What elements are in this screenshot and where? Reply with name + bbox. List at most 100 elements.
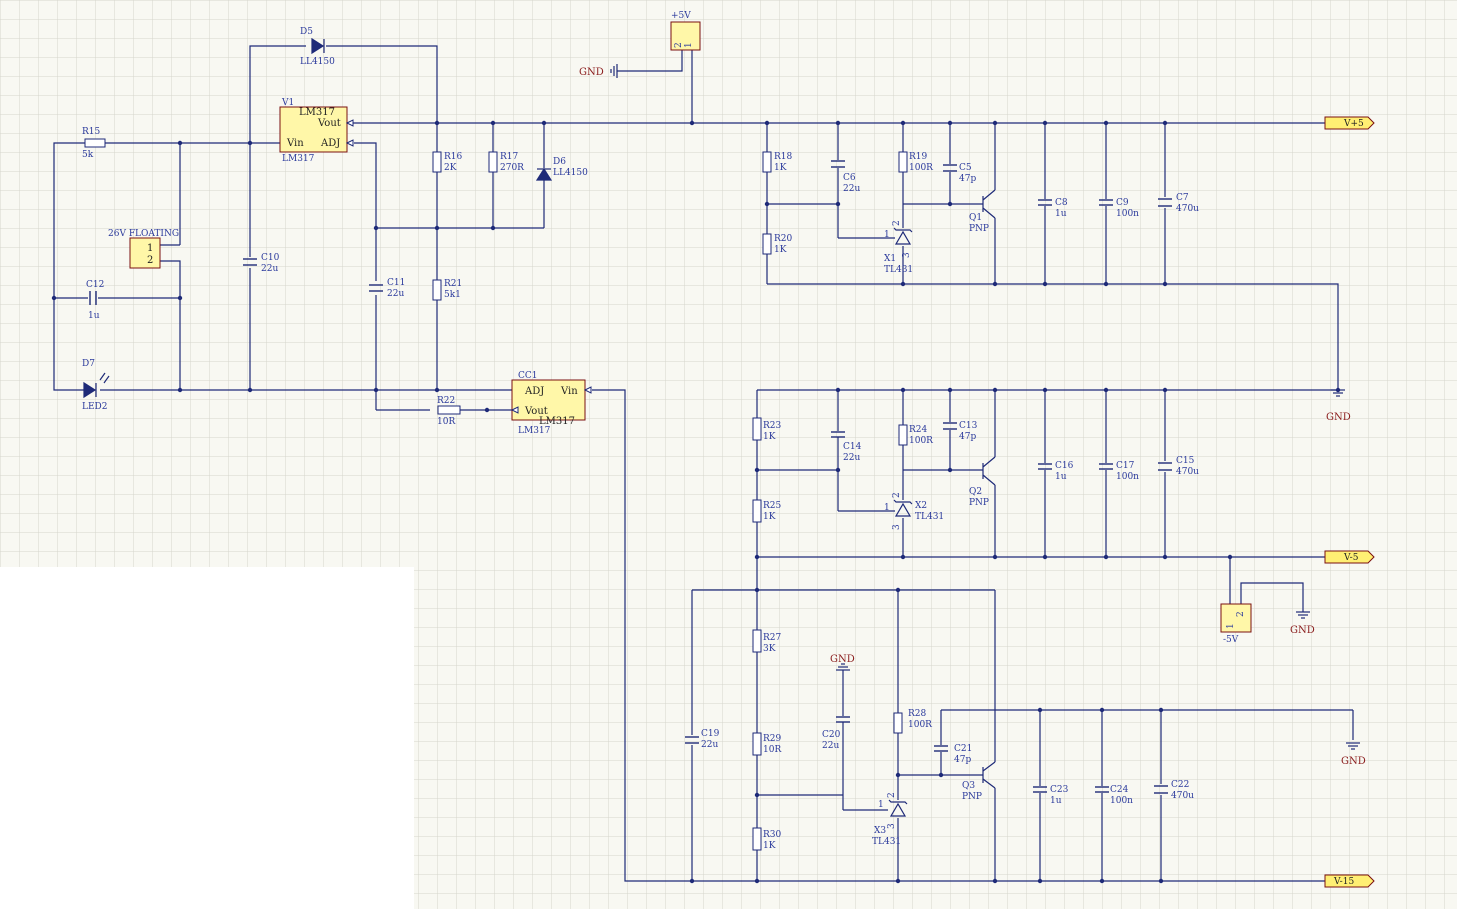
c10-value: 22u — [261, 264, 278, 274]
gnd-label-neg5: GND — [1290, 625, 1315, 636]
r27-ref: R27 — [763, 633, 782, 643]
x3-ref: X3 — [874, 826, 886, 836]
c24-value: 100n — [1110, 796, 1133, 806]
v1-regulator-body — [279, 106, 348, 153]
port-vplus5: V+5 — [1343, 119, 1364, 129]
c6-value: 22u — [843, 184, 860, 194]
q2-value: PNP — [969, 498, 989, 508]
d5-value: LL4150 — [300, 57, 335, 67]
r17-ref: R17 — [500, 152, 519, 162]
c11-value: 22u — [387, 289, 404, 299]
tl431-symbols — [888, 227, 913, 817]
q1-value: PNP — [969, 224, 989, 234]
r22-ref: R22 — [437, 396, 455, 406]
q3-ref: Q3 — [962, 781, 975, 791]
r28-ref: R28 — [908, 709, 927, 719]
c21-ref: C21 — [954, 744, 972, 754]
conn-5v-pin2: 2 — [674, 42, 684, 48]
r16-value: 2K — [444, 163, 457, 173]
conn-26v-ref: 26V FLOATING — [108, 229, 179, 239]
v1-pin-vout: Vout — [317, 118, 341, 129]
x2-pin2: 2 — [892, 492, 902, 498]
c23-ref: C23 — [1050, 785, 1069, 795]
c22-ref: C22 — [1171, 780, 1189, 790]
resistor-bodies — [84, 138, 908, 851]
cc1-value: LM317 — [518, 426, 551, 436]
capacitor-plates — [89, 160, 1172, 794]
c8-value: 1u — [1055, 209, 1067, 219]
x2-value: TL431 — [915, 512, 944, 522]
port-vminus15: V-15 — [1333, 877, 1354, 887]
x2-pin3: 3 — [892, 524, 902, 530]
c8-ref: C8 — [1055, 198, 1068, 208]
r21-value: 5k1 — [444, 290, 461, 300]
conn-26v-pin2: 2 — [147, 255, 153, 266]
r29-value: 10R — [763, 745, 781, 755]
x1-ref: X1 — [884, 254, 896, 264]
x2-pin1: 1 — [884, 503, 890, 513]
conn-neg5v-pin1: 1 — [1226, 623, 1236, 629]
blank-region — [0, 567, 414, 909]
c24-ref: C24 — [1110, 785, 1129, 795]
c15-ref: C15 — [1176, 456, 1195, 466]
r23-ref: R23 — [763, 421, 782, 431]
r20-ref: R20 — [774, 234, 793, 244]
r24-value: 100R — [909, 436, 933, 446]
cc1-pin-vout: Vout — [524, 406, 548, 417]
conn-5v-ref: +5V — [671, 11, 691, 21]
v1-ref: V1 — [281, 98, 294, 108]
ground-symbols — [610, 64, 1360, 750]
ic-pin-markers — [345, 119, 592, 414]
r21-ref: R21 — [444, 279, 462, 289]
r27-value: 3K — [763, 644, 776, 654]
conn-5v-body — [670, 21, 701, 51]
c7-ref: C7 — [1176, 193, 1189, 203]
r25-value: 1K — [763, 512, 776, 522]
output-ports — [1324, 116, 1375, 888]
r30-value: 1K — [763, 841, 776, 851]
diode-symbols — [83, 37, 553, 399]
c22-value: 470u — [1171, 791, 1194, 801]
r20-value: 1K — [774, 245, 787, 255]
v1-pin-adj: ADJ — [320, 138, 340, 149]
conn-26v-pin1: 1 — [147, 243, 153, 254]
c20-value: 22u — [822, 741, 839, 751]
c19-value: 22u — [701, 740, 718, 750]
transistor-symbols — [982, 189, 996, 789]
c20-ref: C20 — [822, 730, 841, 740]
r25-ref: R25 — [763, 501, 782, 511]
x3-pin2: 2 — [887, 792, 897, 798]
v1-part-label: LM317 — [299, 107, 335, 118]
gnd-label-c20: GND — [830, 654, 855, 665]
c9-ref: C9 — [1116, 198, 1129, 208]
r18-value: 1K — [774, 163, 787, 173]
c14-ref: C14 — [843, 442, 862, 452]
c12-ref: C12 — [86, 280, 104, 290]
r18-ref: R18 — [774, 152, 793, 162]
cc1-pin-adj: ADJ — [524, 386, 544, 397]
c17-ref: C17 — [1116, 461, 1135, 471]
r30-ref: R30 — [763, 830, 782, 840]
r28-value: 100R — [908, 720, 932, 730]
c13-value: 47p — [959, 432, 976, 442]
r17-value: 270R — [500, 163, 524, 173]
r15-value: 5k — [82, 150, 94, 160]
x1-pin3: 3 — [902, 252, 912, 258]
x1-pin1: 1 — [884, 230, 890, 240]
conn-5v-pin1: 1 — [684, 42, 694, 48]
r19-ref: R19 — [909, 152, 928, 162]
conn-neg5v-ref: -5V — [1223, 635, 1239, 645]
c14-value: 22u — [843, 453, 860, 463]
cc1-regulator-body — [511, 379, 586, 421]
d7-value: LED2 — [82, 402, 108, 412]
d5-ref: D5 — [300, 27, 313, 37]
x1-value: TL431 — [884, 265, 913, 275]
d6-value: LL4150 — [553, 168, 588, 178]
conn-26v-body — [129, 237, 161, 269]
gnd-label-bottom: GND — [1341, 756, 1366, 767]
port-vminus5: V-5 — [1343, 553, 1359, 563]
gnd-label-right: GND — [1326, 412, 1351, 423]
r16-ref: R16 — [444, 152, 463, 162]
c13-ref: C13 — [959, 421, 978, 431]
